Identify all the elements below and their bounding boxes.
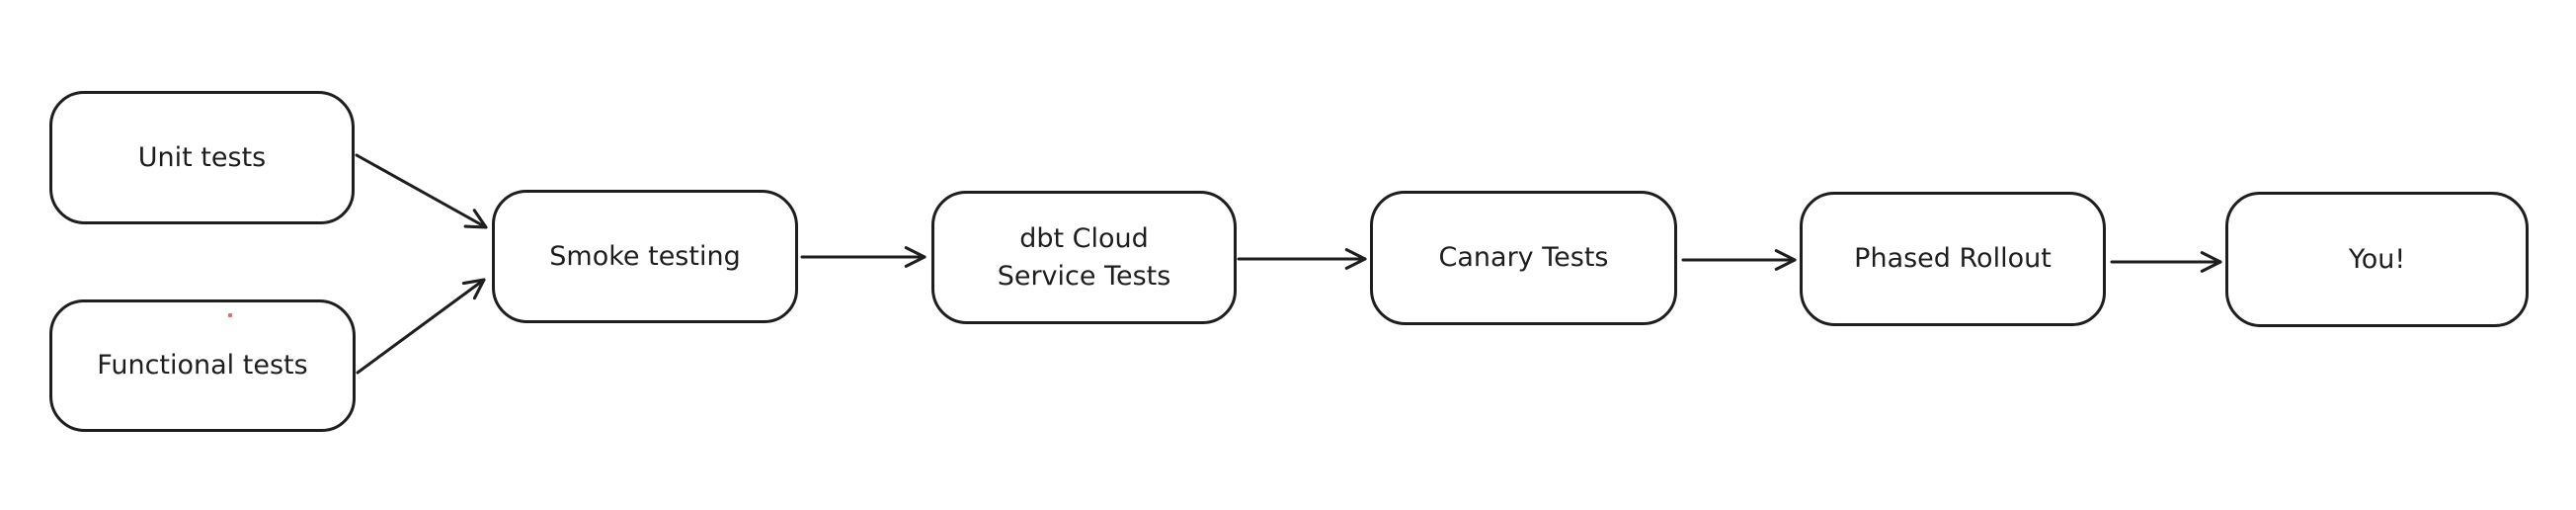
node-phased-rollout-label: Phased Rollout [1854, 243, 2052, 274]
node-smoke-testing-label: Smoke testing [549, 240, 741, 272]
node-functional-tests: Functional tests [49, 299, 356, 432]
arrow-functional-tests-to-smoke-testing [356, 278, 486, 375]
node-dbt-cloud-service-tests-label: dbt Cloud Service Tests [997, 222, 1171, 292]
stray-red-mark [228, 313, 232, 317]
arrow-unit-tests-to-smoke-testing [355, 153, 488, 229]
node-phased-rollout: Phased Rollout [1800, 192, 2106, 326]
node-you: You! [2225, 192, 2529, 327]
node-unit-tests-label: Unit tests [137, 141, 267, 173]
node-you-label: You! [2348, 243, 2406, 275]
node-dbt-cloud-service-tests: dbt Cloud Service Tests [931, 191, 1237, 324]
node-smoke-testing: Smoke testing [492, 190, 798, 323]
node-functional-tests-label: Functional tests [97, 350, 308, 381]
node-unit-tests: Unit tests [49, 91, 355, 224]
node-canary-tests: Canary Tests [1370, 191, 1677, 325]
node-canary-tests-label: Canary Tests [1438, 242, 1609, 273]
